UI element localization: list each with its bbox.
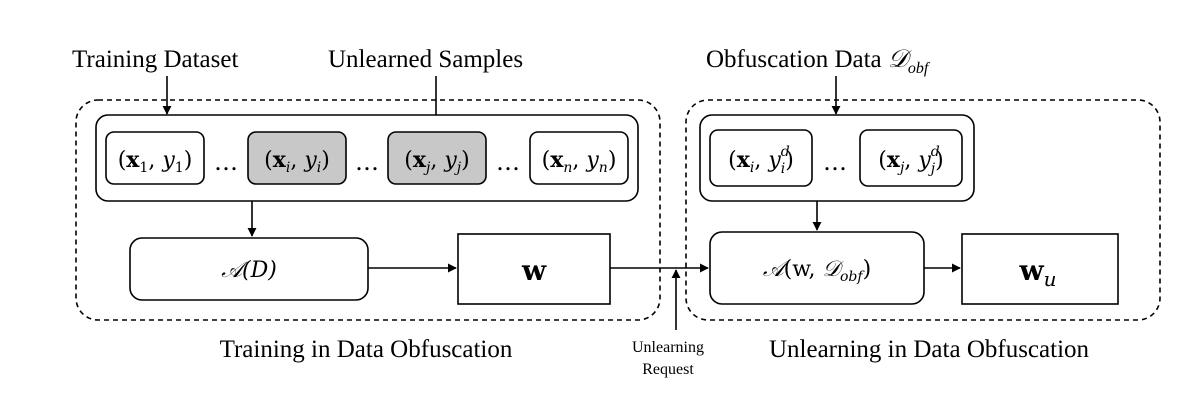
sample-box — [529, 131, 629, 185]
training-group-border — [75, 99, 661, 321]
training-sample-n: (xn, yn) — [529, 131, 629, 185]
unlearned-weights-box — [961, 233, 1119, 305]
unlearned-samples-label: Unlearned Samples — [328, 46, 523, 73]
unlearning-group-border — [685, 99, 1161, 321]
ellipsis: … — [214, 148, 238, 176]
sample-box-shaded — [247, 131, 347, 185]
training-sample-i: (xi, yi) — [247, 131, 347, 185]
sample-box-shaded — [387, 131, 487, 185]
unlearned-weights-label: wu — [1019, 254, 1057, 291]
train-algorithm-box — [129, 237, 369, 301]
weights-box — [457, 233, 611, 305]
unlearn-algorithm-label: 𝒜(w, 𝒟obf) — [763, 257, 871, 285]
training-dataset-label: Training Dataset — [72, 46, 238, 73]
ellipsis: … — [355, 148, 379, 176]
ellipsis: … — [823, 148, 847, 176]
train-algorithm-label: 𝒜(D) — [221, 258, 277, 283]
sample-box — [709, 129, 813, 187]
sample-text: (xn, yn) — [542, 147, 617, 176]
training-sample-1: (x1, y1) — [105, 131, 205, 185]
training-caption: Training in Data Obfuscation — [220, 336, 513, 363]
ellipsis: … — [496, 148, 520, 176]
sample-box — [859, 129, 963, 187]
training-dataset-box — [95, 114, 639, 202]
obfuscation-data-label: Obfuscation Data 𝒟obf — [706, 46, 931, 77]
unlearning-request-label-line2: Request — [642, 361, 694, 378]
unlearning-request-label-line1: Unlearning — [632, 339, 704, 356]
training-sample-j: (xj, yj) — [387, 131, 487, 185]
weights-label: w — [521, 254, 547, 287]
sample-box — [105, 131, 205, 185]
unlearning-caption: Unlearning in Data Obfuscation — [769, 336, 1090, 363]
